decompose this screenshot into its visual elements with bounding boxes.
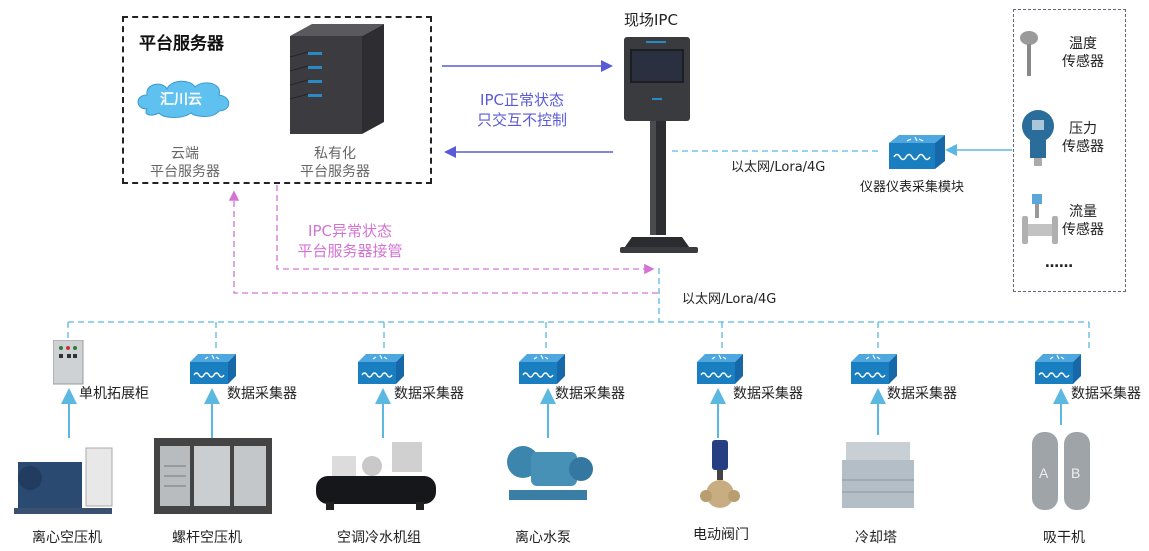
screw-air-compressor-icon <box>154 438 272 514</box>
cloud-icon <box>137 80 230 118</box>
flow-sensor-icon <box>1022 194 1058 244</box>
centrifugal-air-compressor-icon <box>14 447 113 514</box>
cooling-tower-icon <box>842 442 914 508</box>
data-collector-icon <box>190 354 236 384</box>
collector-label-3: 数据采集器 <box>555 386 625 402</box>
temperature-sensor-icon <box>1020 31 1038 76</box>
device-label-0: 离心空压机 <box>32 530 102 546</box>
pressure-sensor-icon <box>1022 110 1054 166</box>
collector-label-1: 数据采集器 <box>227 386 297 402</box>
collector-label-6: 数据采集器 <box>1071 386 1141 402</box>
collector-label-4: 数据采集器 <box>733 386 803 402</box>
platform-server-group <box>122 16 432 184</box>
abnormal-path-inner <box>276 185 655 275</box>
ipc-kiosk-icon <box>620 37 698 253</box>
normal-state-label: IPC正常状态 只交互不控制 <box>476 91 567 129</box>
server-group-title: 平台服务器 <box>139 34 224 54</box>
centrifugal-water-pump-icon <box>507 446 593 500</box>
sensors-more: …… <box>1045 255 1073 271</box>
svg-text:A: A <box>1039 465 1049 481</box>
ipc-label: 现场IPC <box>624 11 678 29</box>
device-label-2: 空调冷水机组 <box>337 530 421 546</box>
sensor-label-flow: 流量传感器 <box>1062 204 1104 238</box>
device-label-1: 螺杆空压机 <box>172 530 242 546</box>
private-server-icon <box>289 24 384 134</box>
cloud-server-label: 云端 平台服务器 <box>150 146 220 180</box>
data-collector-icon <box>851 354 897 384</box>
device-label-4: 电动阀门 <box>693 527 749 543</box>
instrument-module-icon <box>889 135 945 169</box>
collector-label-0: 单机拓展柜 <box>79 386 149 402</box>
electric-valve-icon <box>700 440 740 508</box>
data-collector-icon <box>697 354 743 384</box>
abnormal-state-label: IPC异常状态 平台服务器接管 <box>297 222 403 260</box>
data-collector-icon <box>519 354 565 384</box>
data-collector-icon <box>358 354 404 384</box>
network-label-right: 以太网/Lora/4G <box>731 160 826 175</box>
chiller-unit-icon <box>316 442 436 510</box>
instrument-module-label: 仪器仪表采集模块 <box>860 180 965 195</box>
collector-label-5: 数据采集器 <box>887 386 957 402</box>
data-collector-icon <box>1035 354 1081 384</box>
collector-label-2: 数据采集器 <box>394 386 464 402</box>
device-label-5: 冷却塔 <box>855 530 897 546</box>
private-server-label: 私有化 平台服务器 <box>300 146 370 180</box>
sensor-label-pressure: 压力传感器 <box>1062 121 1104 155</box>
cloud-logo-text: 汇川云 <box>160 92 202 108</box>
sensor-label-temperature: 温度传感器 <box>1062 36 1104 70</box>
sensor-group <box>1013 9 1126 292</box>
network-label-bottom: 以太网/Lora/4G <box>682 292 777 307</box>
expansion-cabinet-icon <box>53 340 84 385</box>
abnormal-path-outer <box>228 190 658 294</box>
device-label-6: 吸干机 <box>1043 530 1085 546</box>
device-label-3: 离心水泵 <box>515 530 571 546</box>
svg-text:B: B <box>1071 465 1080 481</box>
